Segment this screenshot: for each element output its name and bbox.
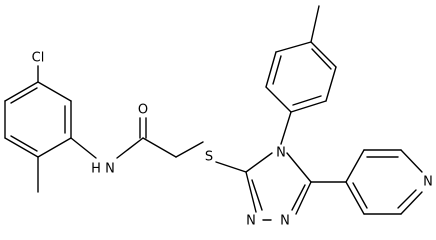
bond: [215, 161, 247, 173]
bond: [295, 181, 312, 215]
atom-n-pyridine: N: [423, 175, 433, 190]
bond: [397, 189, 417, 209]
bond: [251, 179, 263, 211]
bond: [292, 95, 322, 106]
tolyl-ring: [265, 41, 337, 113]
bond: [265, 86, 292, 113]
bond: [290, 100, 327, 113]
bond: [37, 81, 72, 102]
bond: [116, 137, 144, 159]
molecule-svg: Cl N H O S N N N: [4, 5, 433, 229]
bond: [400, 149, 423, 173]
bond: [291, 184, 306, 211]
bond: [325, 66, 337, 102]
bond: [310, 41, 337, 68]
structure-diagram: Cl N H O S N N N: [4, 5, 433, 229]
bond: [345, 149, 365, 183]
bond: [245, 152, 273, 173]
bond: [280, 111, 292, 145]
triazole-ring: [245, 152, 312, 221]
bond: [286, 152, 312, 183]
bond: [175, 141, 204, 158]
bond: [275, 41, 312, 53]
atom-n4: N: [276, 146, 286, 161]
atom-cl: Cl: [32, 51, 45, 66]
pyridine-ring: [345, 149, 423, 215]
bond: [37, 137, 72, 158]
bond: [10, 87, 38, 104]
bond: [245, 171, 257, 213]
bond: [311, 48, 332, 70]
bond: [142, 137, 177, 158]
atom-n2: N: [246, 214, 256, 229]
bond: [10, 135, 38, 152]
atom-o: O: [138, 103, 148, 118]
atom-n1: N: [280, 214, 290, 229]
bond: [310, 5, 320, 43]
atom-n-amide: N: [105, 162, 115, 177]
bond: [70, 137, 97, 159]
bond: [4, 81, 39, 102]
bond: [345, 181, 365, 215]
bond: [400, 191, 423, 215]
bond: [265, 51, 277, 88]
bond: [272, 55, 282, 85]
atom-h-amide: H: [91, 162, 101, 177]
bond: [352, 182, 368, 209]
bond: [4, 137, 39, 158]
chloro-methylphenyl-ring: [4, 81, 72, 158]
atom-s: S: [205, 150, 213, 165]
